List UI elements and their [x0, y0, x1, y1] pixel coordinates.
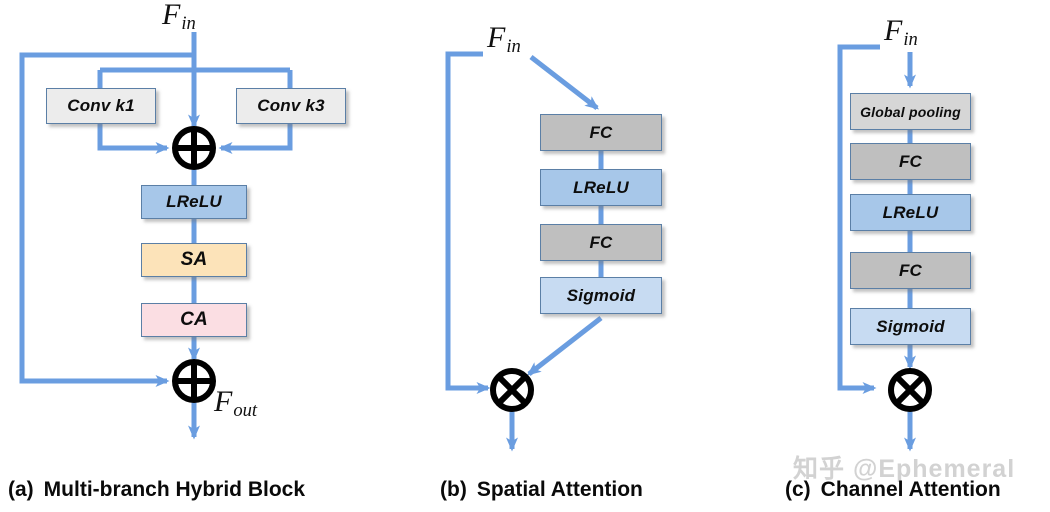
- node-b-fc-1-label: FC: [589, 122, 613, 142]
- node-c-sigmoid-label: Sigmoid: [876, 316, 945, 336]
- operator-a-add-fuse: [172, 126, 216, 170]
- caption-a-index: (a): [8, 478, 34, 501]
- node-b-fc-2[interactable]: FC: [540, 224, 662, 261]
- node-c-global-pooling-label: Global pooling: [860, 103, 961, 120]
- label-c-input: Fin: [884, 14, 918, 51]
- label-a-output: Fout: [214, 385, 257, 422]
- node-a-conv-k1-label: Conv k1: [67, 96, 135, 115]
- b-skip-branch: [445, 51, 491, 394]
- caption-b-index: (b): [440, 478, 467, 501]
- node-a-conv-k1[interactable]: Conv k1: [46, 88, 156, 124]
- operator-a-add-output: [172, 359, 216, 403]
- node-c-fc-2-label: FC: [898, 260, 923, 280]
- label-c-input-base: F: [884, 14, 903, 47]
- node-c-lrelu-label: LReLU: [882, 202, 939, 222]
- node-a-conv-k3[interactable]: Conv k3: [236, 88, 346, 124]
- node-b-lrelu[interactable]: LReLU: [540, 169, 662, 206]
- node-a-sa-label: SA: [180, 249, 208, 270]
- a-conv-k3-to-add: [218, 123, 293, 154]
- caption-a: (a) Multi-branch Hybrid Block: [8, 478, 305, 502]
- caption-b: (b) Spatial Attention: [440, 478, 643, 502]
- b-sigmoid-to-multiply: [527, 316, 603, 376]
- node-b-sigmoid[interactable]: Sigmoid: [540, 277, 662, 314]
- caption-a-text: Multi-branch Hybrid Block: [43, 478, 306, 501]
- node-a-lrelu[interactable]: LReLU: [141, 185, 247, 219]
- label-b-input-base: F: [487, 21, 506, 54]
- node-a-lrelu-label: LReLU: [166, 192, 222, 211]
- c-skip-branch: [837, 44, 880, 394]
- watermark-text: 知乎 @Ephemeral: [793, 455, 1016, 483]
- a-skip-branch: [19, 52, 194, 387]
- label-a-output-base: F: [214, 385, 233, 418]
- node-a-ca[interactable]: CA: [141, 303, 247, 337]
- caption-b-text: Spatial Attention: [476, 478, 643, 501]
- node-c-lrelu[interactable]: LReLU: [850, 194, 971, 231]
- label-b-input: Fin: [487, 21, 521, 58]
- label-a-input-base: F: [162, 0, 181, 31]
- label-a-output-sub: out: [233, 400, 258, 422]
- node-c-fc-1-label: FC: [898, 151, 923, 171]
- a-conv-k1-to-add: [97, 123, 170, 154]
- caption-c: (c) Channel Attention: [785, 478, 1001, 502]
- node-c-sigmoid[interactable]: Sigmoid: [850, 308, 971, 345]
- node-c-fc-1[interactable]: FC: [850, 143, 971, 180]
- operator-b-multiply-output: [490, 368, 534, 412]
- label-b-input-sub: in: [506, 36, 521, 58]
- label-a-input: Fin: [162, 0, 196, 35]
- caption-c-text: Channel Attention: [820, 478, 1001, 501]
- operator-c-multiply-output: [888, 368, 932, 412]
- node-b-fc-1[interactable]: FC: [540, 114, 662, 151]
- label-c-input-sub: in: [903, 29, 918, 51]
- node-a-sa[interactable]: SA: [141, 243, 247, 277]
- b-input-to-fc1: [529, 55, 599, 110]
- node-b-lrelu-label: LReLU: [573, 177, 629, 197]
- node-c-fc-2[interactable]: FC: [850, 252, 971, 289]
- watermark: 知乎 @Ephemeral: [793, 449, 1015, 485]
- node-c-global-pooling[interactable]: Global pooling: [850, 93, 971, 130]
- label-a-input-sub: in: [181, 13, 196, 35]
- node-b-sigmoid-label: Sigmoid: [566, 285, 636, 305]
- caption-c-index: (c): [785, 478, 811, 501]
- node-a-ca-label: CA: [180, 309, 208, 330]
- node-b-fc-2-label: FC: [589, 232, 613, 252]
- node-a-conv-k3-label: Conv k3: [257, 96, 325, 115]
